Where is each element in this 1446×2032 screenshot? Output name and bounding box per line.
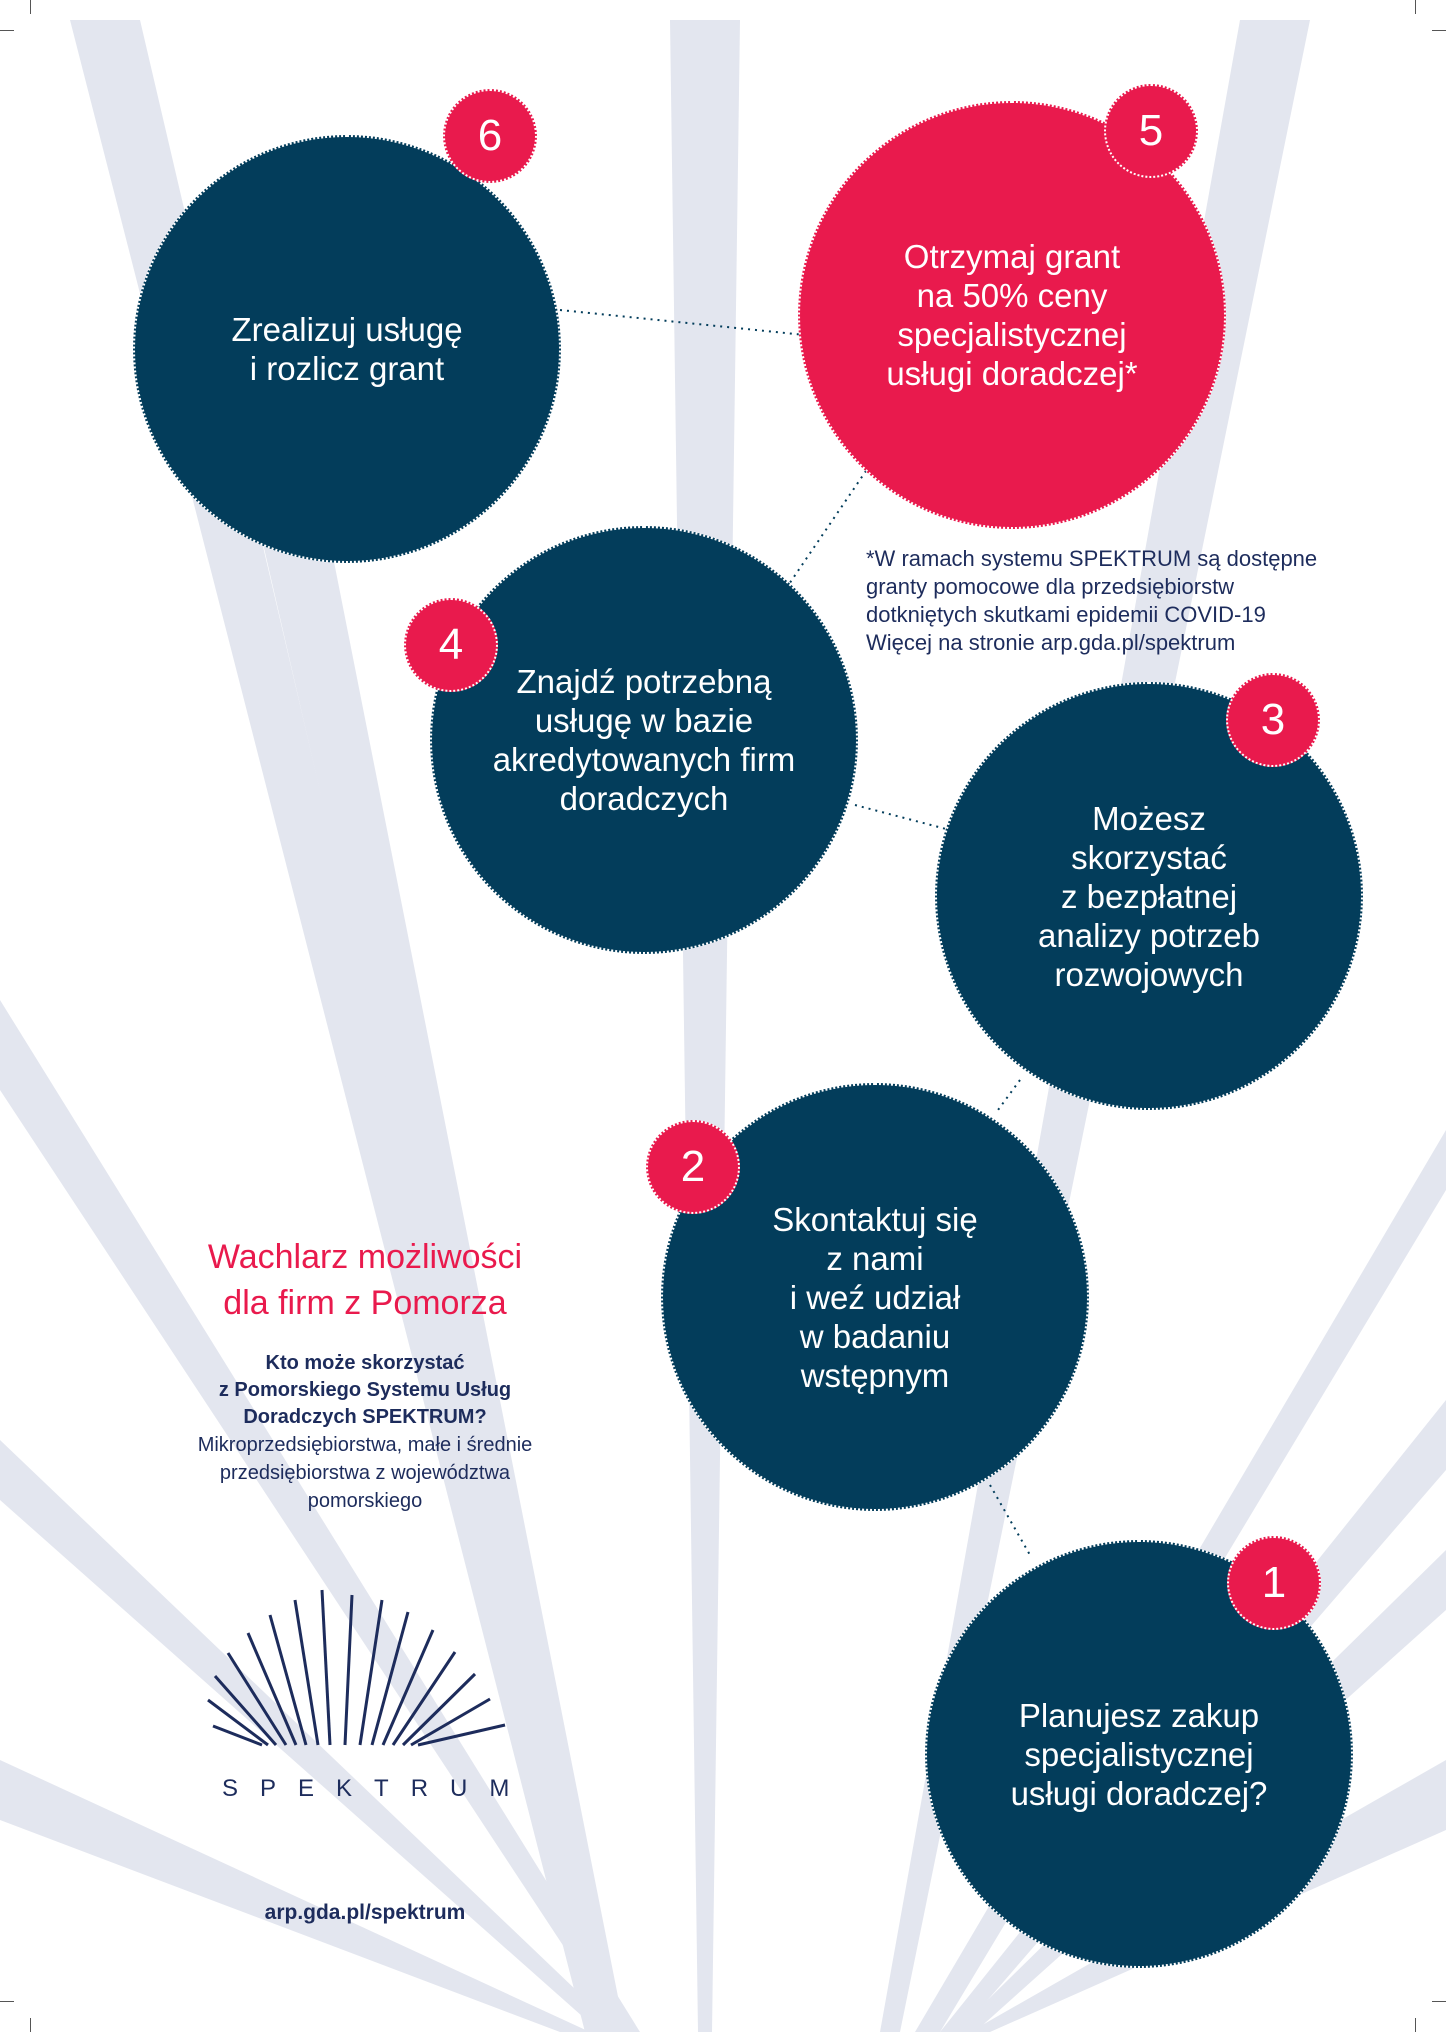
headline: Wachlarz możliwości dla firm z Pomorza [207,1238,523,1322]
step-2-badge: 2 [646,1120,740,1214]
step-5-badge: 5 [1104,84,1198,178]
step-5-text: Otrzymaj grant na 50% ceny specjalistycz… [886,238,1138,392]
step-1-badge: 1 [1227,1536,1321,1630]
eligibility-answer: Mikroprzedsiębiorstwa, małe i średnie pr… [197,1434,533,1512]
step-6-badge: 6 [443,89,537,183]
step-4-circle: Znajdź potrzebną usługę w bazie akredyto… [430,526,858,954]
crop-mark [0,30,14,31]
spektrum-logo-text: SPEKTRUM [222,1775,532,1802]
ray [230,390,625,2032]
step-3-badge: 3 [1226,673,1320,767]
crop-mark [1415,0,1416,14]
step-1-text: Planujesz zakup specjalistycznej usługi … [1010,1696,1268,1812]
crop-mark [1432,30,1446,31]
step-3-text: Możesz skorzystać z bezpłatnej analizy p… [1038,799,1260,993]
step-4-badge: 4 [404,598,498,692]
ray [70,20,610,2032]
website-link[interactable]: arp.gda.pl/spektrum [264,1901,466,1924]
connector-3-2 [997,1079,1021,1111]
step-2-text: Skontaktuj się z nami i weź udział w bad… [772,1200,978,1394]
crop-mark [0,2001,14,2002]
ray [0,1000,640,2032]
crop-mark [1415,2018,1416,2032]
step-6-circle: Zrealizuj usługę i rozlicz grant [133,135,561,563]
grant-footnote: *W ramach systemu SPEKTRUM są dostępne g… [866,546,1318,655]
crop-mark [1432,2001,1446,2002]
crop-mark [30,0,31,14]
connector-4-3 [854,804,951,831]
step-4-text: Znajdź potrzebną usługę w bazie akredyto… [492,663,796,817]
crop-mark [30,2018,31,2032]
connector-5-4 [784,464,871,591]
step-6-text: Zrealizuj usługę i rozlicz grant [231,311,463,387]
eligibility-question: Kto może skorzystać z Pomorskiego System… [218,1352,512,1428]
ray [0,1440,620,2032]
ray [0,1760,590,2032]
step-3-circle: Możesz skorzystać z bezpłatnej analizy p… [935,682,1363,1110]
spektrum-logo-fan [207,1589,506,1747]
ray [670,20,740,2032]
